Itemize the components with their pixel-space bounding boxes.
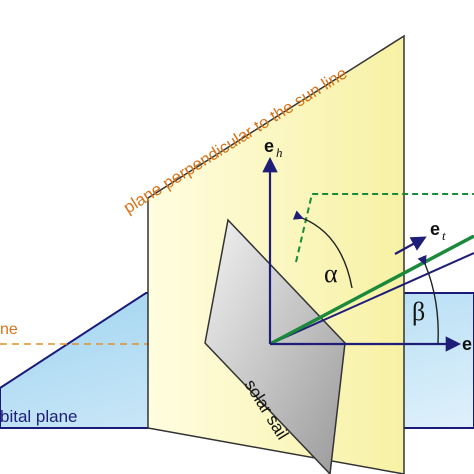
transverse-projection-line	[269, 252, 474, 345]
e-t-subscript: t	[442, 228, 446, 243]
projection-dashed-line	[295, 193, 474, 263]
e-t-vector	[394, 236, 427, 255]
sail-normal-line	[269, 234, 474, 346]
e-t-label: e	[430, 219, 440, 239]
orbital-plane-label: bital plane	[0, 407, 78, 426]
alpha-arc	[292, 210, 353, 289]
beta-label: β	[412, 297, 425, 326]
alpha-label: α	[324, 259, 338, 288]
e-r-label: e	[462, 334, 472, 354]
e-h-subscript: h	[276, 145, 283, 160]
sun-line-label: ne	[0, 321, 18, 338]
e-h-label: e	[264, 136, 274, 156]
solar-sail	[204, 218, 346, 474]
beta-arc	[417, 254, 439, 345]
